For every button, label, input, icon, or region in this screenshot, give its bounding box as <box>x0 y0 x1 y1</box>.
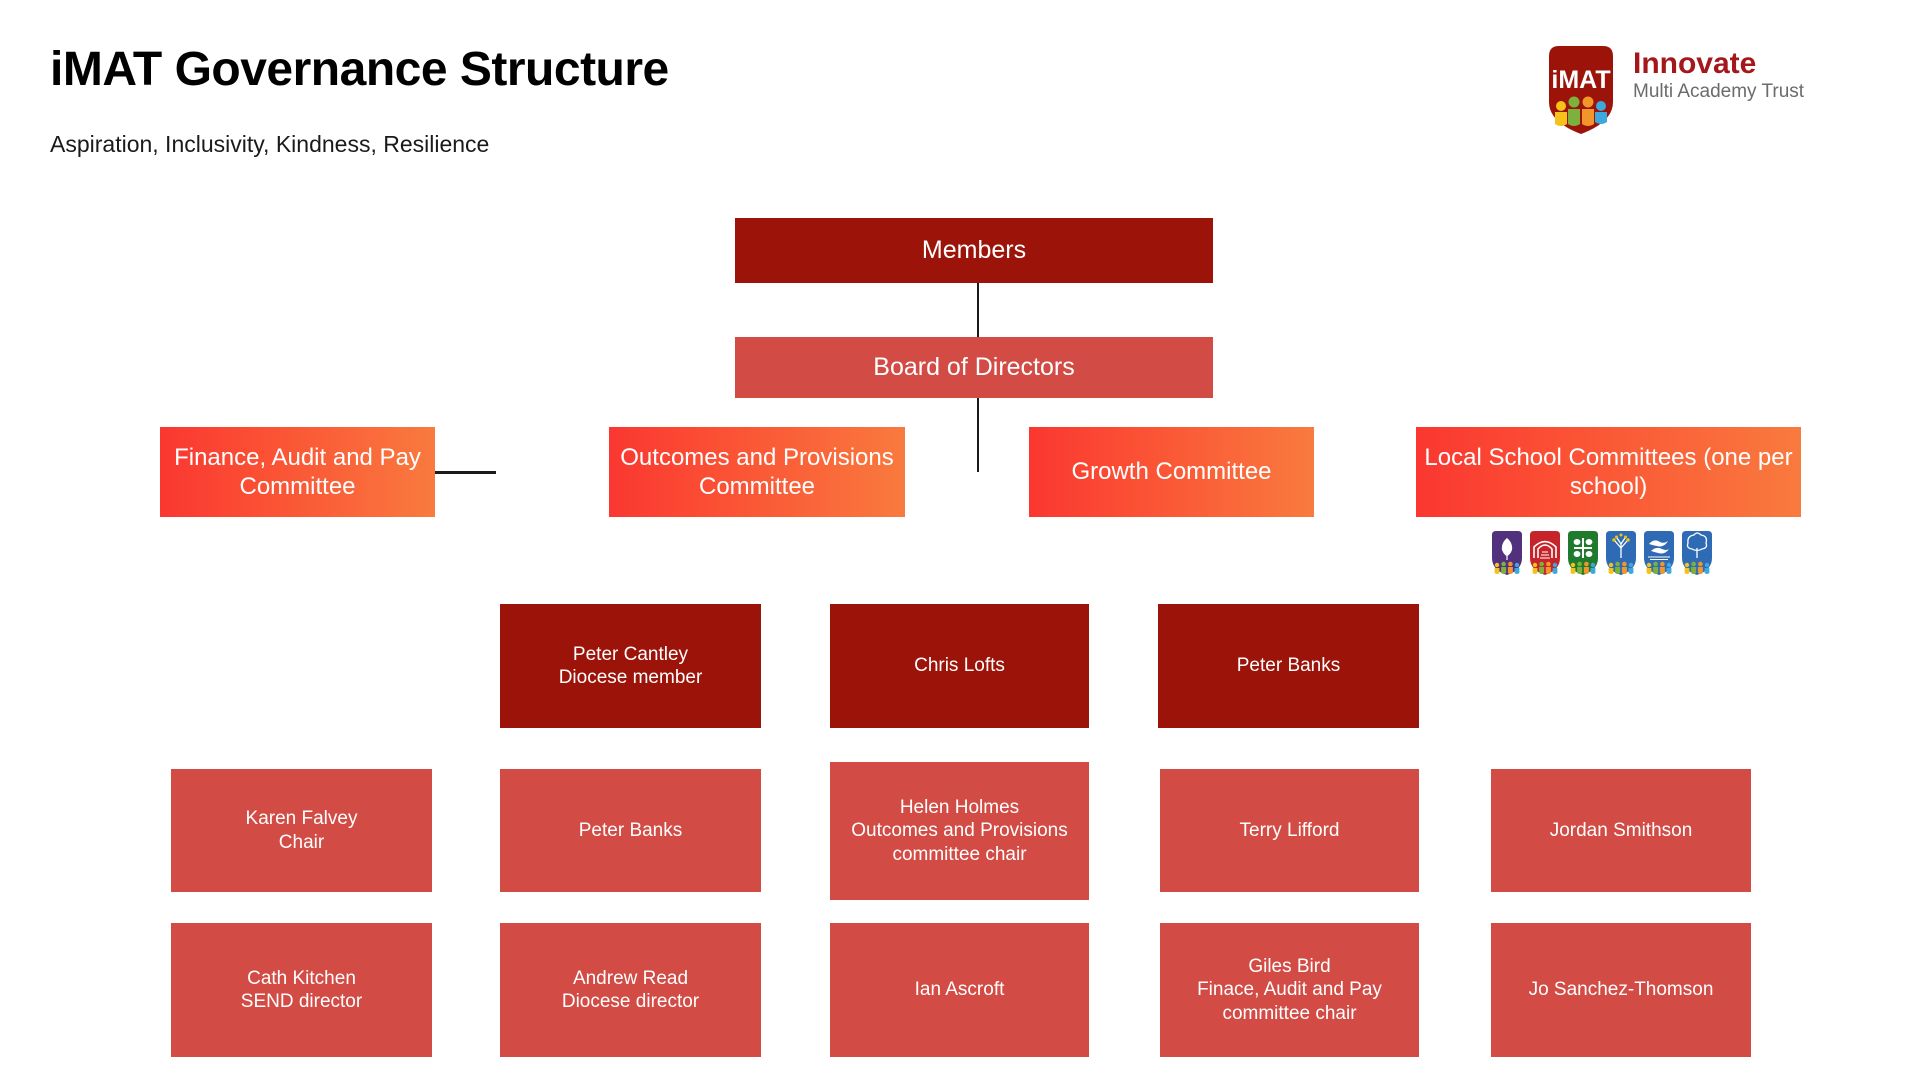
node-chris-lofts[interactable]: Chris Lofts <box>830 604 1089 728</box>
node-outcomes-provisions-committee[interactable]: Outcomes and Provisions Committee <box>609 427 905 517</box>
svg-text:iMAT: iMAT <box>1551 66 1610 94</box>
school-crest-row <box>1490 530 1714 576</box>
node-peter-banks-board[interactable]: Peter Banks <box>500 769 761 892</box>
node-ian-ascroft[interactable]: Ian Ascroft <box>830 923 1089 1057</box>
node-cath-kitchen[interactable]: Cath Kitchen SEND director <box>171 923 432 1057</box>
node-finance-audit-pay-committee[interactable]: Finance, Audit and Pay Committee <box>160 427 435 517</box>
crest-flower-icon <box>1568 531 1598 575</box>
logo-brand-name: Innovate <box>1633 47 1757 80</box>
node-andrew-read[interactable]: Andrew Read Diocese director <box>500 923 761 1057</box>
node-karen-falvey[interactable]: Karen Falvey Chair <box>171 769 432 892</box>
node-local-school-committees[interactable]: Local School Committees (one per school) <box>1416 427 1801 517</box>
brand-logo: iMAT Innovate Multi Academy Trust <box>1543 44 1893 144</box>
connector-finance-outcomes <box>434 471 496 474</box>
node-jordan-smithson[interactable]: Jordan Smithson <box>1491 769 1751 892</box>
node-members[interactable]: Members <box>735 218 1213 283</box>
node-peter-cantley[interactable]: Peter Cantley Diocese member <box>500 604 761 728</box>
connector-board-committees <box>977 398 979 472</box>
logo-text-block: Innovate Multi Academy Trust <box>1633 48 1804 103</box>
crest-leaf-icon <box>1492 531 1522 575</box>
page-subtitle: Aspiration, Inclusivity, Kindness, Resil… <box>50 131 490 157</box>
crest-oak-icon <box>1682 531 1712 575</box>
page-title: iMAT Governance Structure <box>50 43 669 96</box>
crest-tunnel-icon <box>1530 531 1560 575</box>
node-peter-banks-members[interactable]: Peter Banks <box>1158 604 1419 728</box>
node-helen-holmes[interactable]: Helen Holmes Outcomes and Provisions com… <box>830 762 1089 900</box>
node-giles-bird[interactable]: Giles Bird Finace, Audit and Pay committ… <box>1160 923 1419 1057</box>
node-board-of-directors[interactable]: Board of Directors <box>735 337 1213 398</box>
connector-members-board <box>977 283 979 338</box>
node-terry-lifford[interactable]: Terry Lifford <box>1160 769 1419 892</box>
logo-tagline: Multi Academy Trust <box>1633 80 1805 102</box>
crest-birds-icon <box>1644 531 1674 575</box>
crest-tree-icon <box>1606 531 1636 575</box>
imat-shield-icon: iMAT <box>1549 46 1613 134</box>
node-growth-committee[interactable]: Growth Committee <box>1029 427 1314 517</box>
node-jo-sanchez-thomson[interactable]: Jo Sanchez-Thomson <box>1491 923 1751 1057</box>
